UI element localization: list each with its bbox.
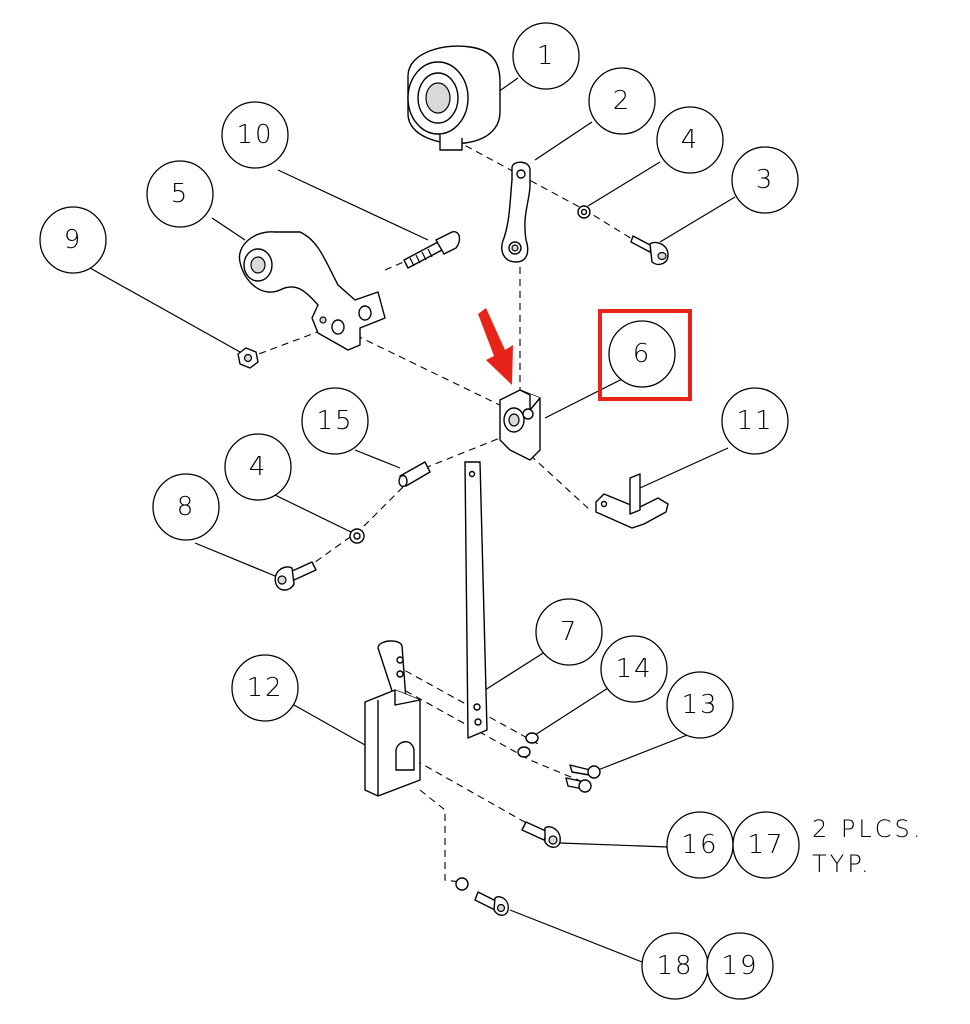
- callout-label-16: 16: [681, 830, 718, 860]
- part-1-roller: [407, 45, 501, 151]
- part-2-link-arm: [501, 161, 531, 263]
- callout-label-19: 19: [721, 951, 758, 981]
- callout-label-4-top: 4: [681, 125, 700, 155]
- callout-balloon-7: 7: [535, 598, 603, 666]
- callout-balloon-8: 8: [152, 473, 220, 541]
- callout-label-14: 14: [615, 654, 652, 684]
- callout-balloon-17: 17: [732, 811, 800, 879]
- callout-balloon-19: 19: [706, 932, 774, 1000]
- callout-balloon-11: 11: [721, 387, 789, 455]
- callout-label-18: 18: [656, 951, 693, 981]
- part-8-cap-screw: [274, 561, 317, 591]
- callout-label-3: 3: [756, 165, 775, 195]
- callout-label-9: 9: [64, 225, 83, 255]
- callout-label-8: 8: [177, 492, 196, 522]
- part-7-flat-link: [464, 461, 488, 739]
- callout-balloon-9: 9: [39, 206, 107, 274]
- callout-balloon-4-lower: 4: [224, 433, 292, 501]
- callout-label-12: 12: [246, 673, 283, 703]
- callout-balloon-3: 3: [731, 146, 799, 214]
- part-6-clevis-block: [499, 389, 541, 461]
- highlight-arrow-icon: [478, 308, 513, 385]
- callout-label-10: 10: [236, 120, 273, 150]
- callout-label-4-lower: 4: [249, 452, 268, 482]
- highlight-box: [598, 309, 692, 401]
- note-typ: TYP.: [812, 850, 872, 878]
- part-9-hex-nut: [237, 347, 259, 369]
- part-10-threaded-stud: [403, 231, 461, 269]
- part-13-screws: [565, 764, 601, 793]
- callout-balloon-4-top: 4: [656, 106, 724, 174]
- callout-label-6: 6: [633, 339, 652, 369]
- callout-label-7: 7: [560, 617, 579, 647]
- part-11-bracket: [595, 473, 669, 529]
- part-4-washer-top: [577, 205, 591, 219]
- note-plcs: 2 PLCS.: [812, 815, 923, 843]
- leader-lines: [89, 77, 736, 963]
- callout-balloon-1: 1: [512, 22, 580, 90]
- callout-label-2: 2: [613, 86, 632, 116]
- part-16-cap-screw: [521, 821, 561, 848]
- callout-balloon-16: 16: [666, 811, 734, 879]
- callout-label-1: 1: [537, 41, 556, 71]
- part-15-pin: [398, 461, 431, 488]
- callout-balloon-18: 18: [641, 932, 709, 1000]
- callout-label-11: 11: [736, 406, 773, 436]
- callout-label-13: 13: [681, 690, 718, 720]
- part-18-washer-screw: [455, 877, 509, 916]
- part-5-arm-bracket: [238, 231, 386, 351]
- highlight-annotation: [478, 308, 692, 401]
- callout-balloon-12: 12: [231, 654, 299, 722]
- callout-balloon-5: 5: [146, 160, 214, 228]
- callout-balloon-13: 13: [666, 671, 734, 739]
- assembly-centerlines: [247, 139, 651, 883]
- callout-balloon-14: 14: [600, 635, 668, 703]
- callout-balloon-15: 15: [301, 387, 369, 455]
- callout-balloon-10: 10: [221, 101, 289, 169]
- callout-label-17: 17: [747, 830, 784, 860]
- part-12-slide-block: [364, 640, 421, 797]
- part-14-washers: [517, 732, 539, 758]
- part-3-cap-screw: [630, 235, 669, 266]
- callout-label-5: 5: [171, 179, 190, 209]
- callout-label-15: 15: [316, 406, 353, 436]
- callout-balloon-2: 2: [588, 67, 656, 135]
- callout-balloon-6: 6: [608, 320, 676, 388]
- part-4-washer-lower: [349, 528, 365, 544]
